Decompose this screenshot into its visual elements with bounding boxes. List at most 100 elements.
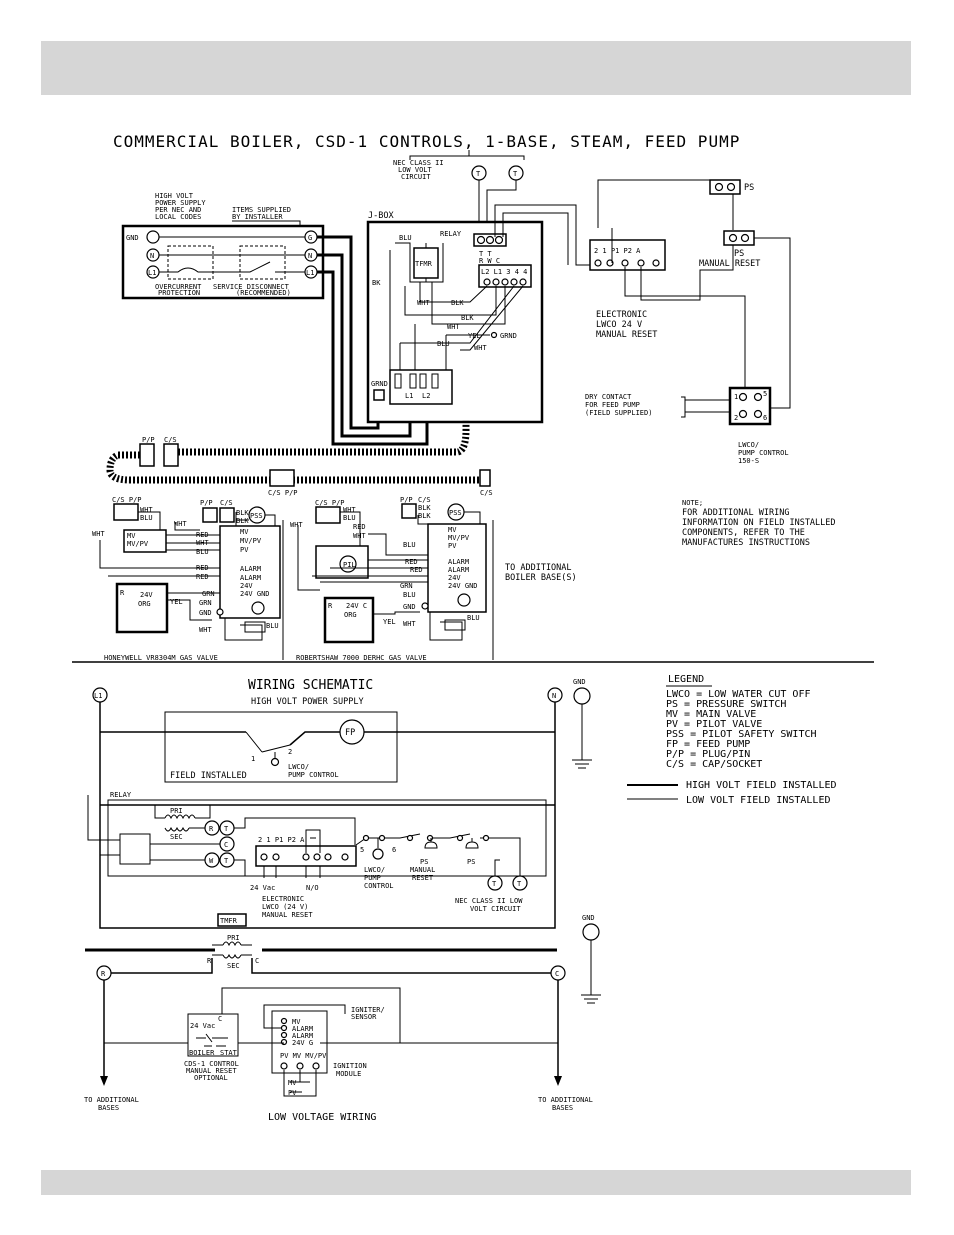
- hw-mv-block: [123, 529, 167, 553]
- sch-gnd2-terminal: [582, 923, 600, 941]
- hw-connector: [113, 503, 139, 521]
- rs-blu2: BLU: [403, 541, 416, 549]
- sch-t1-label: T: [224, 825, 229, 833]
- rs-mod-mvpv: MV/PV: [448, 534, 470, 542]
- sch-relay-label: RELAY: [110, 791, 132, 799]
- hw-mv-label: MV: [127, 532, 136, 540]
- hw-pilot: [244, 621, 266, 633]
- hw-mod-24vgnd: 24V GND: [240, 590, 270, 598]
- sch-r-to-add-1: TO ADDITIONAL: [84, 1096, 139, 1104]
- sch-ps-manual-1: PS: [420, 858, 428, 866]
- nec-t2-label: T: [513, 170, 518, 178]
- sch-relay-left-wires: [87, 795, 120, 856]
- jbox-wht-label: WHT: [417, 299, 430, 307]
- overcurrent-box: [167, 245, 214, 280]
- sch-chain-node-4: [426, 834, 434, 842]
- rs-blk-label: BLK: [418, 504, 431, 512]
- sch-lwco-terms: 2 1 P1 P2 A: [258, 836, 305, 844]
- sch-no: N/O: [306, 884, 319, 892]
- rs-valve-r: R: [328, 602, 333, 610]
- overcurrent-label-1: OVERCURRENT: [155, 283, 202, 291]
- hw-blu2-label: BLU: [196, 548, 209, 556]
- legend-title: LEGEND: [668, 674, 704, 685]
- jbox-blu2-label: BLU: [437, 340, 450, 348]
- pump-num-5: 5: [763, 390, 767, 398]
- sch-fp-label: FP: [345, 728, 355, 738]
- legend-item: MV = MAIN VALVE: [666, 709, 756, 720]
- hw-valve-24: 24V: [140, 591, 153, 599]
- cable-connector-mid: [269, 469, 295, 487]
- robertshaw-caption: ROBERTSHAW 7000 DERHC GAS VALVE: [296, 654, 427, 662]
- dry-label-3: (FIELD SUPPLIED): [585, 409, 652, 417]
- transformer-icon: [413, 247, 439, 279]
- lwco-to-ps-wire: [640, 245, 734, 301]
- rs-blu4: BLU: [467, 614, 480, 622]
- sch-24vac: 24 Vac: [250, 884, 275, 892]
- hv-label-2: POWER SUPPLY: [155, 199, 206, 207]
- to-additional-2: BOILER BASE(S): [505, 573, 577, 583]
- sch-elec-3: MANUAL RESET: [262, 911, 313, 919]
- sch-cds-2: MANUAL RESET: [186, 1067, 237, 1075]
- sch-lwco-tp1: [302, 853, 310, 861]
- relay-terms-2: R W C: [479, 257, 500, 265]
- ps-manual-label-1: PS: [734, 249, 744, 259]
- rs-pilot-2: [444, 619, 466, 631]
- relay-b5: [519, 278, 527, 286]
- hv-n2-label: N: [308, 252, 312, 260]
- sch-pv-label: PV: [288, 1089, 297, 1097]
- rs-red1: RED: [353, 523, 366, 531]
- cable-end-cs: C/S: [480, 489, 493, 497]
- strip-grnd-terminal: [373, 389, 385, 401]
- sch-igniter-1: IGNITER/: [351, 1006, 385, 1014]
- hw-gas-valve: [115, 582, 169, 634]
- hw-mvpv-label: MV/PV: [127, 540, 149, 548]
- rs-pilot-label: PIL: [343, 561, 356, 569]
- hw-valve-org: ORG: [138, 600, 151, 608]
- hv-neutral-wire: [317, 253, 412, 438]
- dry-label-1: DRY CONTACT: [585, 393, 632, 401]
- hv-g-label: G: [308, 234, 312, 242]
- cable-socket-1: [163, 443, 179, 467]
- rs-mod-alarm2: ALARM: [448, 566, 469, 574]
- sch-lwcop-1: LWCO/: [364, 866, 385, 874]
- jbox-grnd-point: [490, 331, 498, 339]
- rs-gas-valve: [323, 596, 375, 644]
- lwco-label-3: MANUAL RESET: [596, 330, 657, 340]
- rs-blu-label: BLU: [343, 514, 356, 522]
- rs-wht-label: WHT: [343, 506, 356, 514]
- sch-elec-2: LWCO (24 V): [262, 903, 308, 911]
- ps-terminal-block: [709, 179, 741, 195]
- lwco-terms: 2 1 P1 P2 A: [594, 247, 641, 255]
- disconnect-label-2: (RECOMMENDED): [236, 289, 291, 297]
- sch-tmfr-label: TMFR: [220, 917, 238, 925]
- relay-t3: [494, 235, 504, 245]
- lwco-wire-a: [494, 204, 592, 266]
- pump-control-box: [728, 386, 772, 426]
- sch-ps-symbol: [465, 838, 479, 849]
- ps-to-pump-wire: [754, 237, 791, 409]
- hv-l1-label: L1: [148, 269, 156, 277]
- rs-valve-24: 24V C: [346, 602, 367, 610]
- sch-cds-1: CDS-1 CONTROL: [184, 1060, 239, 1068]
- relay-b4: [510, 278, 518, 286]
- sch-ign-24v: 24V G: [292, 1039, 313, 1047]
- diagram-title: COMMERCIAL BOILER, CSD-1 CONTROLS, 1-BAS…: [113, 132, 740, 151]
- sch-lwco-leads: [263, 866, 321, 878]
- sch-gnd-terminal: [573, 687, 591, 705]
- sch-relay-contact-box: [119, 833, 151, 865]
- note-line-4: COMPONENTS, REFER TO THE: [682, 528, 805, 538]
- cable-connector-end: [479, 469, 491, 487]
- pump-term-5: [753, 392, 763, 402]
- sch-nec-t2-label: T: [517, 880, 522, 888]
- cable-cs-label: C/S: [164, 436, 177, 444]
- hw-wht2-label: WHT: [174, 520, 187, 528]
- rs-mod-24v: 24V: [448, 574, 461, 582]
- relay-t1: [476, 235, 486, 245]
- sch-gnd-label: GND: [573, 678, 586, 686]
- sch-r-to-add-2: BASES: [98, 1104, 119, 1112]
- sch-num-6: 6: [392, 846, 396, 854]
- strip-slot-3: [419, 373, 427, 389]
- sch-c-to-add-2: BASES: [552, 1104, 573, 1112]
- sch-ign-alarm1: ALARM: [292, 1025, 313, 1033]
- hw-red3-label: RED: [196, 573, 209, 581]
